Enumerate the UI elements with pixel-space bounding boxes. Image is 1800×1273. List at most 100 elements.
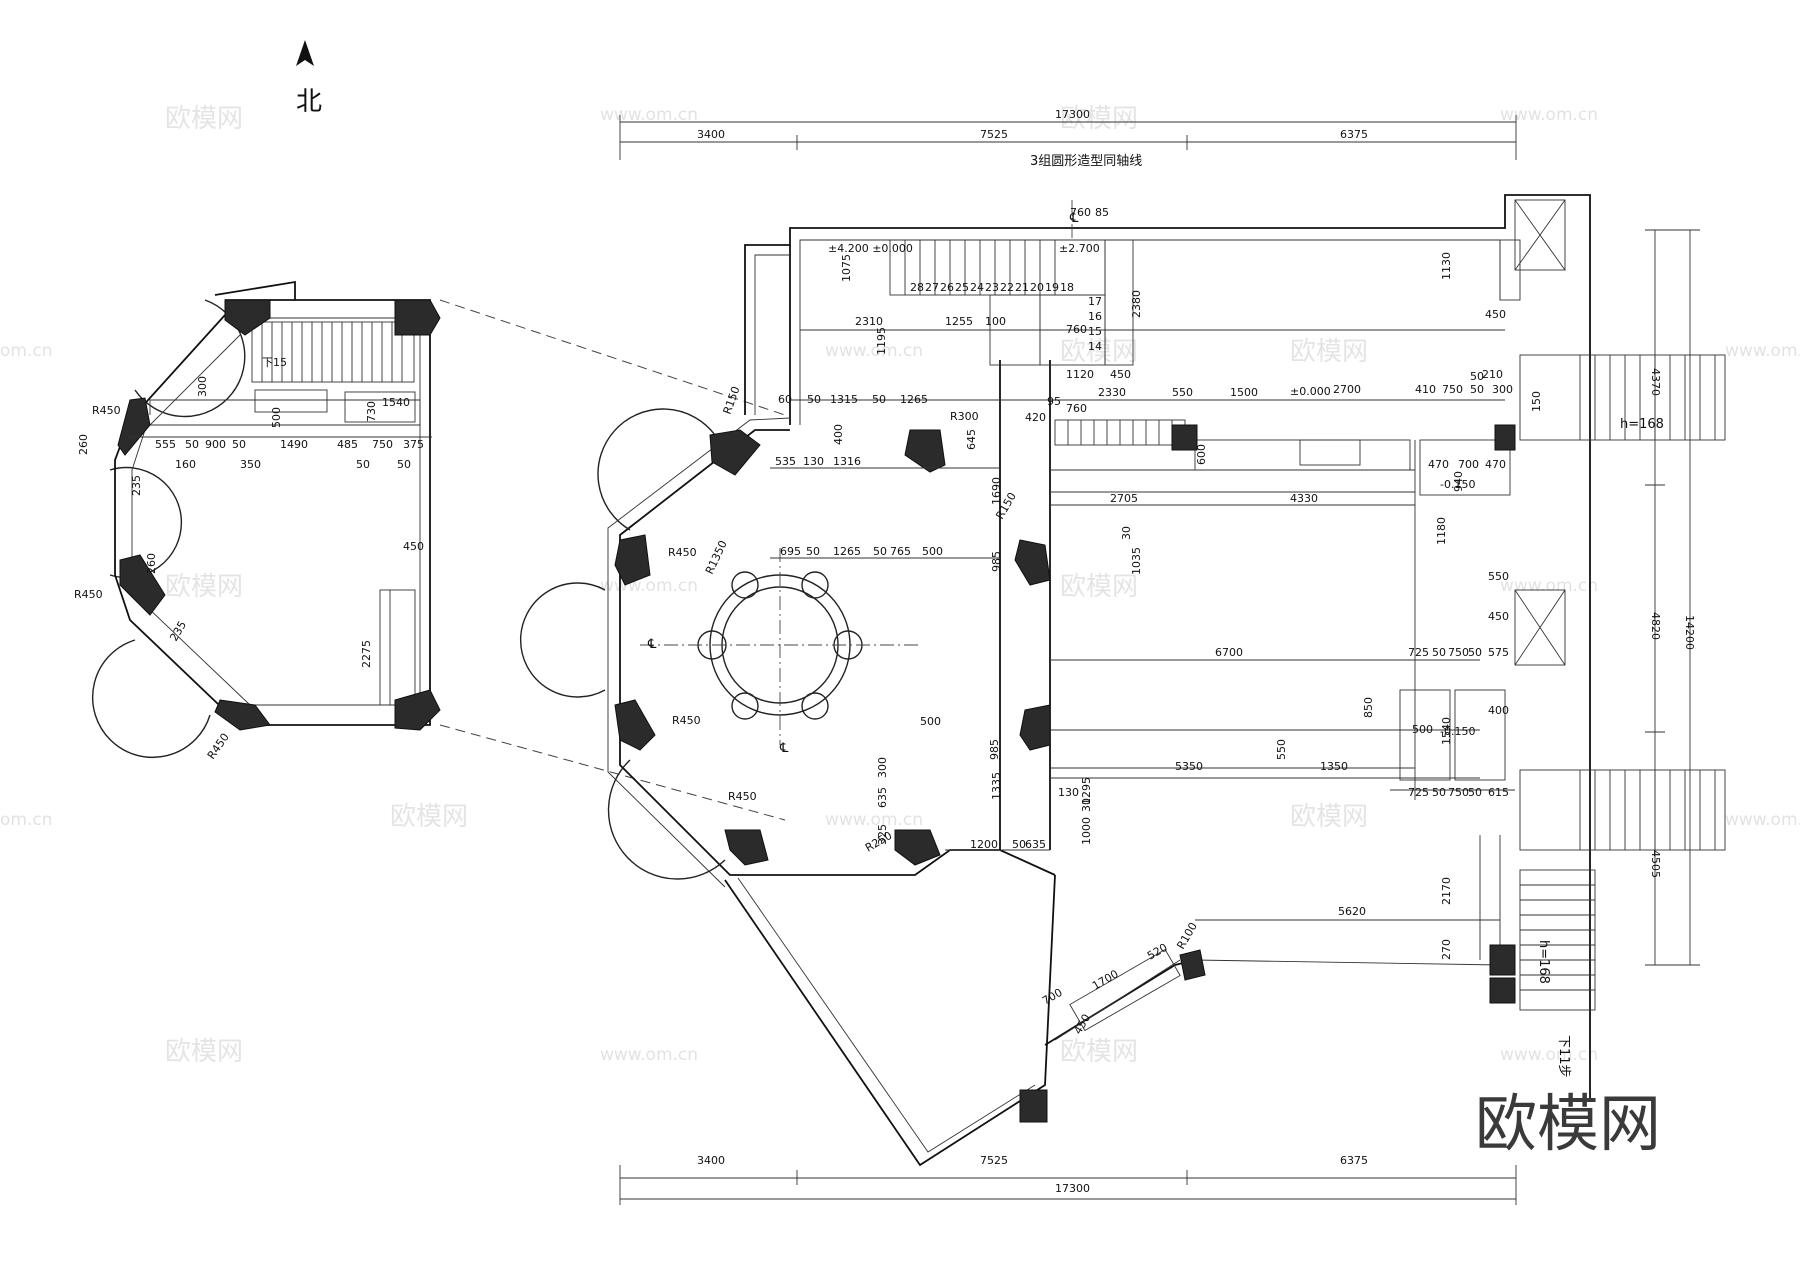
dim-label: 1316 [833, 455, 861, 468]
column [224, 299, 271, 336]
dim-label: 50 [356, 458, 370, 471]
watermark-text: 欧模网 [1290, 337, 1368, 367]
dim-label: 2330 [1098, 386, 1126, 399]
dim-label: 760 [1066, 402, 1087, 415]
dim-label: 725 [1408, 646, 1429, 659]
dim-label: 850 [1362, 697, 1375, 718]
dim-label: 50 [1470, 370, 1484, 383]
bay-window-arc [519, 582, 606, 698]
watermark-url: www.om.cn [600, 105, 698, 125]
dim-label: 600 [1195, 444, 1208, 465]
dim-label: 50 [232, 438, 246, 451]
chair [731, 692, 759, 720]
watermark-url: om.cn [0, 810, 53, 830]
dim-label: 375 [403, 438, 424, 451]
column [1489, 977, 1516, 1004]
dim-label: 1500 [1230, 386, 1258, 399]
radius-label: R450 [74, 588, 103, 601]
radius-label: R450 [205, 731, 232, 762]
column [709, 429, 761, 476]
dim-segment-top: 7525 [980, 128, 1008, 141]
stair-step-number: 14 [1088, 340, 1102, 353]
dim-label: 260 [77, 434, 90, 455]
zoom-guide-line [439, 724, 786, 821]
stair-step-number: 22 [1000, 281, 1014, 294]
dim-label: 50 [807, 393, 821, 406]
dim-label: 6700 [1215, 646, 1243, 659]
dim-label: 410 [1415, 383, 1436, 396]
dim-label: 50 [873, 545, 887, 558]
dim-label: 2310 [855, 315, 883, 328]
dim-label: 750 [1448, 646, 1469, 659]
stair-treads [904, 240, 1056, 295]
dim-label: 50 [1012, 838, 1026, 851]
watermark-url: om.cn [0, 341, 53, 361]
dim-label: 1540 [382, 396, 410, 409]
dim-label: 730 [365, 401, 378, 422]
dim-label: 900 [205, 438, 226, 451]
column [614, 699, 656, 751]
radius-label: R450 [672, 714, 701, 727]
dim-label: 450 [403, 540, 424, 553]
dim-label: 725 [1408, 786, 1429, 799]
dim-label: 645 [965, 429, 978, 450]
watermark-url: www.om.cn [600, 576, 698, 596]
dim-label: 750 [1442, 383, 1463, 396]
watermark-url: www.om.cn [1500, 105, 1598, 125]
watermark-url: www.om.cn [1500, 1045, 1598, 1065]
step-height-label: h=168 [1620, 417, 1664, 432]
watermark-text: 欧模网 [165, 1037, 243, 1067]
level-mark: ±0.000 [1290, 385, 1331, 398]
dim-label: 350 [240, 458, 261, 471]
dim-label: 60 [778, 393, 792, 406]
dim-label: 485 [337, 438, 358, 451]
dim-segment-bottom: 7525 [980, 1154, 1008, 1167]
centerline-mark: ℄ [1069, 211, 1079, 226]
dim-label: 30 [1080, 798, 1093, 812]
column [904, 429, 946, 473]
dim-label: 500 [270, 407, 283, 428]
dim-label: 50 [1432, 786, 1446, 799]
dim-label: 2170 [1440, 877, 1453, 905]
level-mark: ±4.200 ±0.000 [828, 242, 913, 255]
level-mark: -0.150 [1440, 478, 1475, 491]
zoom-guide-line [439, 299, 786, 416]
watermark-text: 欧模网 [1060, 104, 1138, 134]
detail-plan-left: 下15 R450 R450 R450 555 50 900 50 1490 48… [74, 280, 441, 762]
dim-label: 50 [1432, 646, 1446, 659]
dim-label: 450 [1071, 1012, 1093, 1037]
dim-label: 1295 [1080, 777, 1093, 805]
dim-segment-right: 4505 [1649, 850, 1662, 878]
watermark-text: 欧模网 [165, 572, 243, 602]
dim-label: 1255 [945, 315, 973, 328]
level-mark: ±2.700 [1059, 242, 1100, 255]
top-dimension-chain: 17300 3400 7525 6375 3组圆形造型同轴线 [619, 108, 1517, 169]
dim-label: 2700 [1333, 383, 1361, 396]
dim-label: 50 [1468, 786, 1482, 799]
column [614, 534, 651, 586]
dim-label: 500 [920, 715, 941, 728]
dim-label: 1000 [1080, 817, 1093, 845]
dim-label: 235 [167, 619, 189, 644]
chair [801, 692, 829, 720]
dim-label: 400 [1488, 704, 1509, 717]
column [1014, 539, 1051, 586]
watermark-text: 欧模网 [1060, 572, 1138, 602]
dim-label: 50 [872, 393, 886, 406]
radius-label: R450 [728, 790, 757, 803]
dim-segment-top: 3400 [697, 128, 725, 141]
dim-label: 1035 [1130, 547, 1143, 575]
column [1489, 944, 1516, 976]
watermark-url: www.om.cn [825, 341, 923, 361]
column [1494, 424, 1516, 451]
bay-window-arc [597, 408, 716, 531]
dim-label: 765 [890, 545, 911, 558]
dim-label: 130 [1058, 786, 1079, 799]
dim-label: 470 [1485, 458, 1506, 471]
watermark-text: 欧模网 [1290, 802, 1368, 832]
dim-label: 615 [1488, 786, 1509, 799]
watermark-text: 欧模网 [1060, 1037, 1138, 1067]
chair [801, 571, 829, 599]
dim-label: 635 [876, 787, 889, 808]
